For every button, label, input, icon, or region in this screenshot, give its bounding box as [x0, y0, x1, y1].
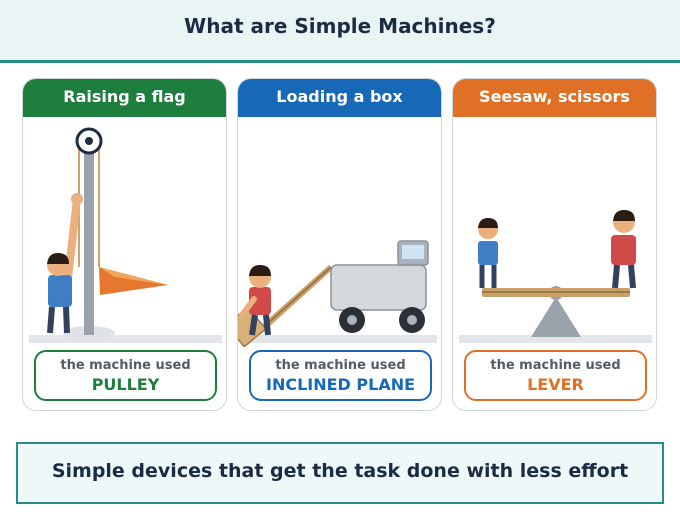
pulley-label: the machine used PULLEY	[34, 350, 217, 401]
inclined-plane-caption: the machine used	[275, 358, 406, 373]
page-title: What are Simple Machines?	[184, 14, 496, 38]
inclined-plane-machine-name: INCLINED PLANE	[265, 375, 416, 394]
pulley-machine-name: PULLEY	[91, 375, 160, 394]
inclined-plane-panel: Loading a box the machine used INCLINED …	[237, 78, 442, 411]
pulley-illustration	[29, 127, 222, 343]
inclined-plane-label: the machine used INCLINED PLANE	[249, 350, 432, 401]
lever-label: the machine used LEVER	[464, 350, 647, 401]
summary-box: Simple devices that get the task done wi…	[16, 442, 664, 504]
lever-caption: the machine used	[490, 358, 621, 373]
lever-machine-name: LEVER	[527, 375, 584, 394]
pulley-panel: Raising a flag the machine used PULLEY	[22, 78, 227, 411]
lever-illustration	[459, 210, 652, 343]
title-bar: What are Simple Machines?	[0, 0, 680, 63]
summary-text: Simple devices that get the task done wi…	[51, 460, 629, 482]
inclined-plane-panel-heading: Loading a box	[238, 79, 441, 117]
lever-panel-heading: Seesaw, scissors	[453, 79, 656, 117]
inclined-plane-illustration	[238, 240, 437, 347]
lever-panel: Seesaw, scissors the machine used LEVER	[452, 78, 657, 411]
pulley-panel-heading: Raising a flag	[23, 79, 226, 117]
pulley-caption: the machine used	[60, 358, 191, 373]
